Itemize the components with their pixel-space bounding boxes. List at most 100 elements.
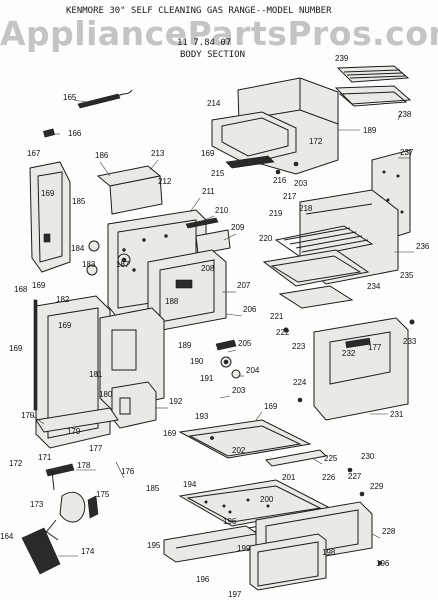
part-label-220: 220: [259, 234, 273, 243]
part-label-182: 182: [56, 295, 70, 304]
part-label-173: 173: [30, 500, 44, 509]
part-label-228: 228: [382, 527, 396, 536]
part-label-181: 181: [89, 370, 103, 379]
control-valves-part: [86, 240, 131, 276]
part-label-186: 186: [95, 151, 109, 160]
part-label-202: 202: [232, 446, 246, 455]
part-label-188: 188: [165, 297, 179, 306]
part-label-237: 237: [400, 148, 414, 157]
control-backguard-part: [96, 165, 163, 215]
part-label-196: 196: [196, 575, 210, 584]
part-label-192: 192: [169, 397, 183, 406]
gas-pipe-part: [77, 89, 133, 109]
part-label-230: 230: [361, 452, 375, 461]
broiler-pan-part: [334, 85, 412, 107]
part-label-200: 200: [260, 495, 274, 504]
part-label-201: 201: [282, 473, 296, 482]
part-label-235: 235: [400, 271, 414, 280]
part-label-172: 172: [9, 459, 23, 468]
part-label-227: 227: [348, 472, 362, 481]
oven-rack-part: [274, 225, 374, 259]
part-label-196: 196: [223, 517, 237, 526]
part-label-169: 169: [163, 429, 177, 438]
part-label-199: 199: [237, 544, 251, 553]
part-label-236: 236: [416, 242, 430, 251]
part-label-180: 180: [99, 390, 113, 399]
front-frame-part: [33, 295, 111, 449]
part-label-217: 217: [283, 192, 297, 201]
part-label-207: 207: [237, 281, 251, 290]
part-label-231: 231: [390, 410, 404, 419]
part-label-212: 212: [158, 177, 172, 186]
part-label-189: 189: [178, 341, 192, 350]
part-label-191: 191: [200, 374, 214, 383]
ignitor-parts: [215, 339, 241, 379]
diagram-title: KENMORE 30" SELF CLEANING GAS RANGE--MOD…: [66, 6, 332, 16]
burner-baffle-part: [278, 285, 354, 309]
part-label-172: 172: [309, 137, 323, 146]
drawer-top-part: [178, 419, 312, 459]
part-label-197: 197: [228, 590, 242, 599]
model-number: 11 7.84 07: [177, 38, 232, 48]
part-label-169: 169: [264, 402, 278, 411]
leader-lines: [50, 99, 414, 557]
part-label-224: 224: [293, 378, 307, 387]
drawer-front-part: [249, 501, 373, 591]
manifold-bracket-part: [185, 217, 231, 255]
part-label-174: 174: [81, 547, 95, 556]
part-label-165: 165: [63, 93, 77, 102]
part-label-209: 209: [231, 223, 245, 232]
part-label-234: 234: [367, 282, 381, 291]
part-label-219: 219: [269, 209, 283, 218]
part-label-195: 195: [147, 541, 161, 550]
part-label-214: 214: [207, 99, 221, 108]
part-label-185: 185: [72, 197, 86, 206]
section-name: BODY SECTION: [180, 50, 246, 60]
part-label-203: 203: [294, 179, 308, 188]
part-label-211: 211: [202, 187, 215, 196]
part-label-164: 164: [0, 532, 14, 541]
part-label-208: 208: [201, 264, 215, 273]
part-label-184: 184: [71, 244, 85, 253]
part-label-210: 210: [215, 206, 229, 215]
part-label-205: 205: [238, 339, 252, 348]
part-label-232: 232: [342, 349, 356, 358]
part-label-168: 168: [14, 285, 28, 294]
part-label-190: 190: [190, 357, 204, 366]
part-label-175: 175: [96, 490, 110, 499]
part-label-226: 226: [322, 473, 336, 482]
lower-box-part: [111, 381, 157, 429]
part-label-179: 179: [67, 427, 81, 436]
pipe-clip-part: [43, 128, 55, 138]
part-label-177: 177: [89, 444, 103, 453]
part-label-176: 176: [121, 467, 135, 476]
part-label-187: 187: [116, 260, 130, 269]
left-side-panel-part: [29, 161, 71, 273]
door-hinge-clips-part: [283, 319, 415, 403]
part-label-233: 233: [403, 337, 417, 346]
part-label-169: 169: [201, 149, 215, 158]
drawer-side-rail-part: [264, 449, 328, 467]
part-label-169: 169: [9, 344, 23, 353]
part-label-229: 229: [370, 482, 384, 491]
part-label-177: 177: [368, 343, 382, 352]
part-label-221: 221: [270, 312, 284, 321]
part-label-223: 223: [292, 342, 306, 351]
part-label-218: 218: [299, 204, 313, 213]
part-label-204: 204: [246, 366, 260, 375]
part-label-183: 183: [82, 260, 96, 269]
part-label-215: 215: [211, 169, 225, 178]
oven-bottom-part: [262, 249, 370, 287]
part-label-178: 178: [77, 461, 91, 470]
gas-hose-part: [21, 527, 61, 575]
part-label-185: 185: [146, 484, 160, 493]
part-label-222: 222: [276, 328, 290, 337]
part-label-170: 170: [21, 411, 35, 420]
oven-bracket-part: [225, 155, 299, 175]
part-label-206: 206: [243, 305, 257, 314]
part-label-239: 239: [335, 54, 349, 63]
part-label-238: 238: [398, 110, 412, 119]
part-label-213: 213: [151, 149, 165, 158]
